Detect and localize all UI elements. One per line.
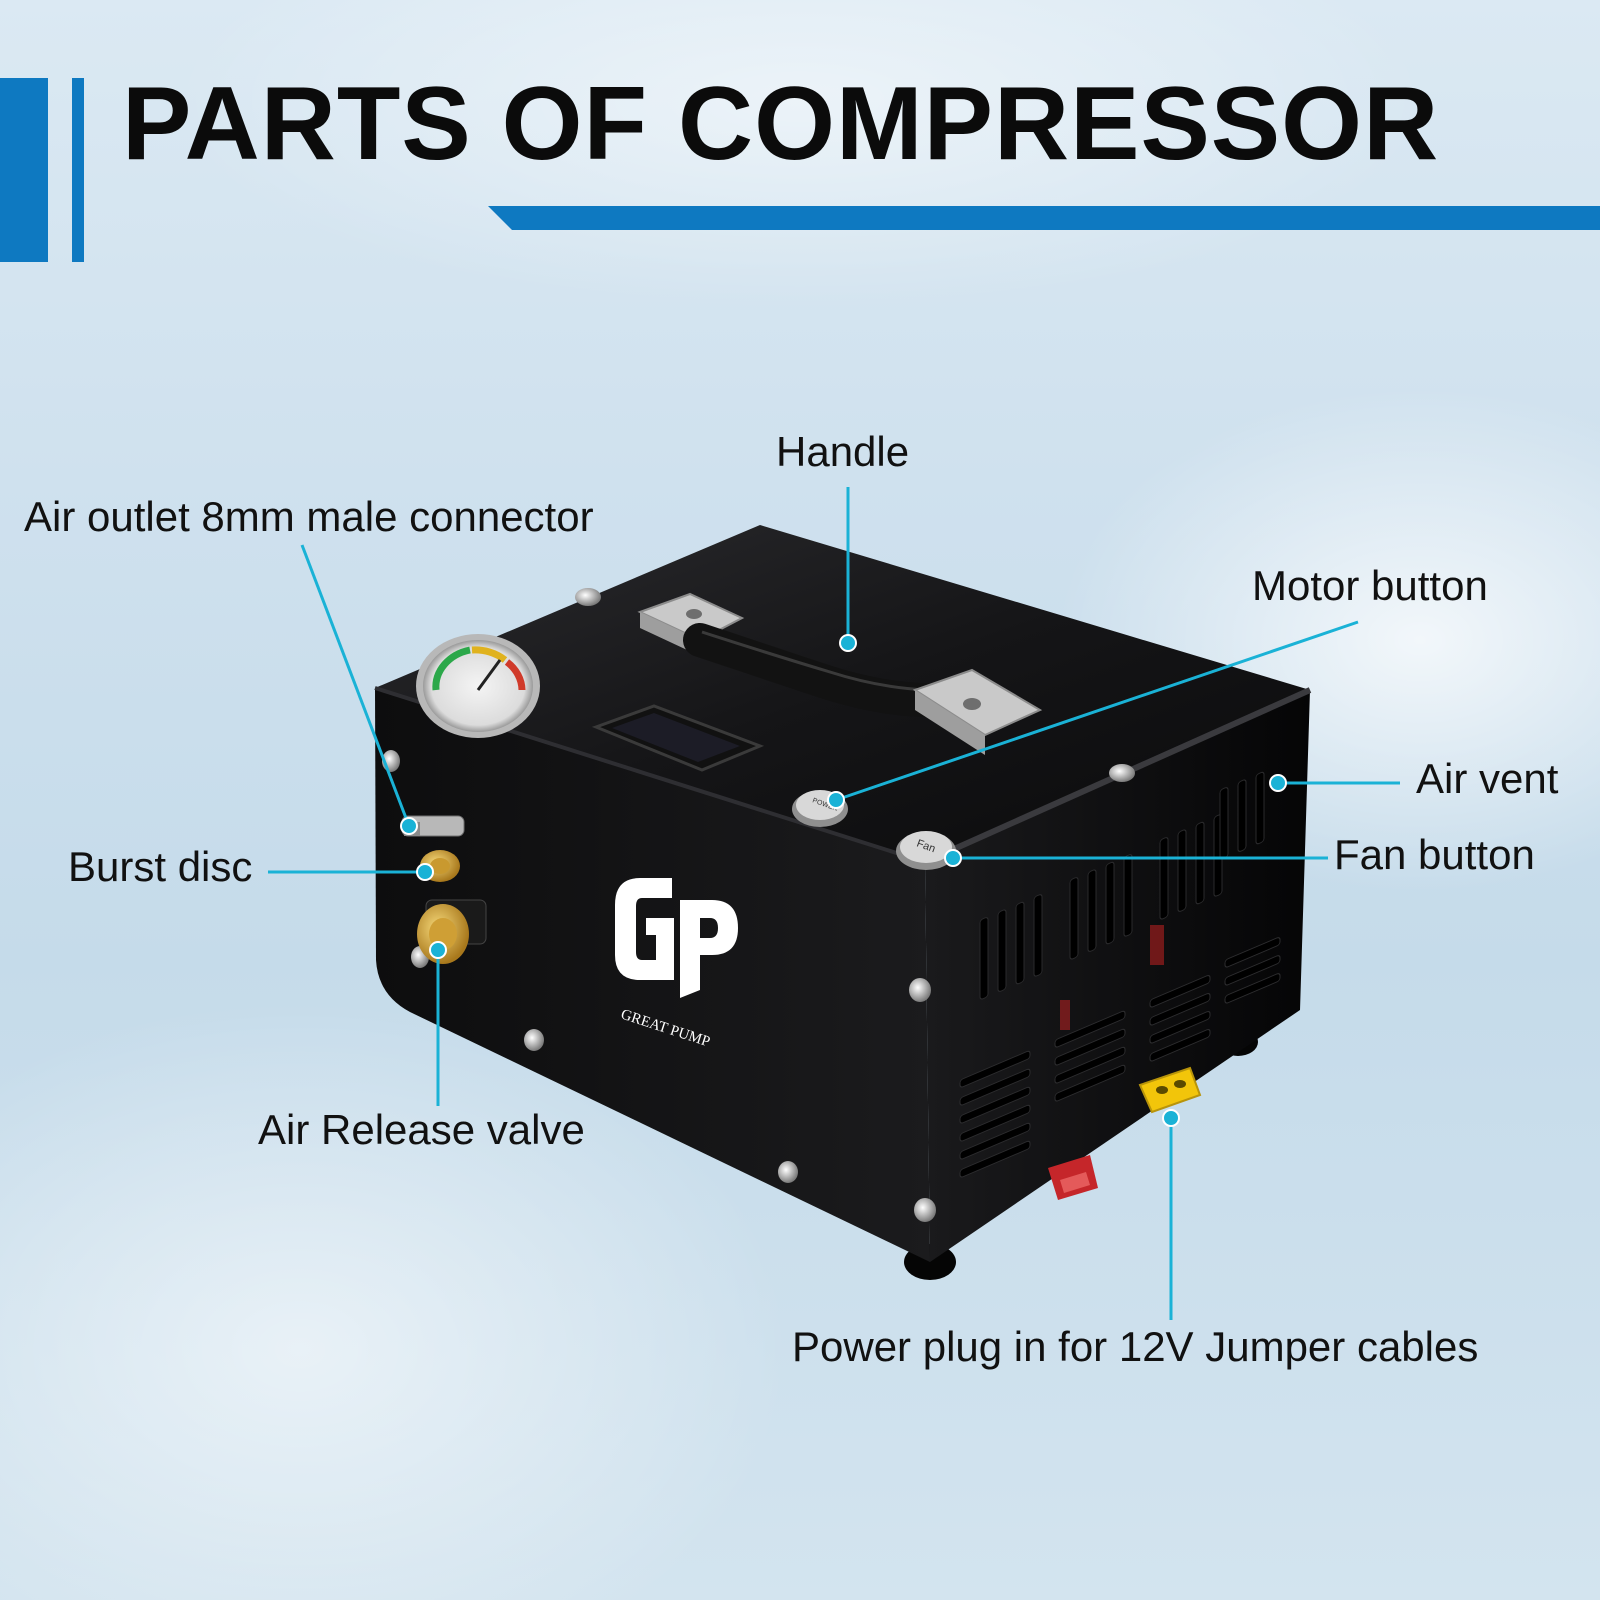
label-air-release-valve: Air Release valve	[258, 1106, 585, 1153]
accent-bar-left	[0, 78, 48, 262]
label-burst-disc: Burst disc	[68, 843, 253, 890]
label-power-plug: Power plug in for 12V Jumper cables	[792, 1323, 1479, 1370]
label-air-vent: Air vent	[1416, 755, 1559, 802]
accent-stripe	[488, 206, 1600, 230]
label-fan-button: Fan button	[1334, 831, 1535, 878]
label-motor-button: Motor button	[1252, 562, 1488, 609]
label-air-outlet: Air outlet 8mm male connector	[24, 493, 594, 540]
label-handle: Handle	[776, 428, 910, 475]
page-title: PARTS OF COMPRESSOR	[122, 66, 1440, 182]
accent-bar-thin	[72, 78, 84, 262]
